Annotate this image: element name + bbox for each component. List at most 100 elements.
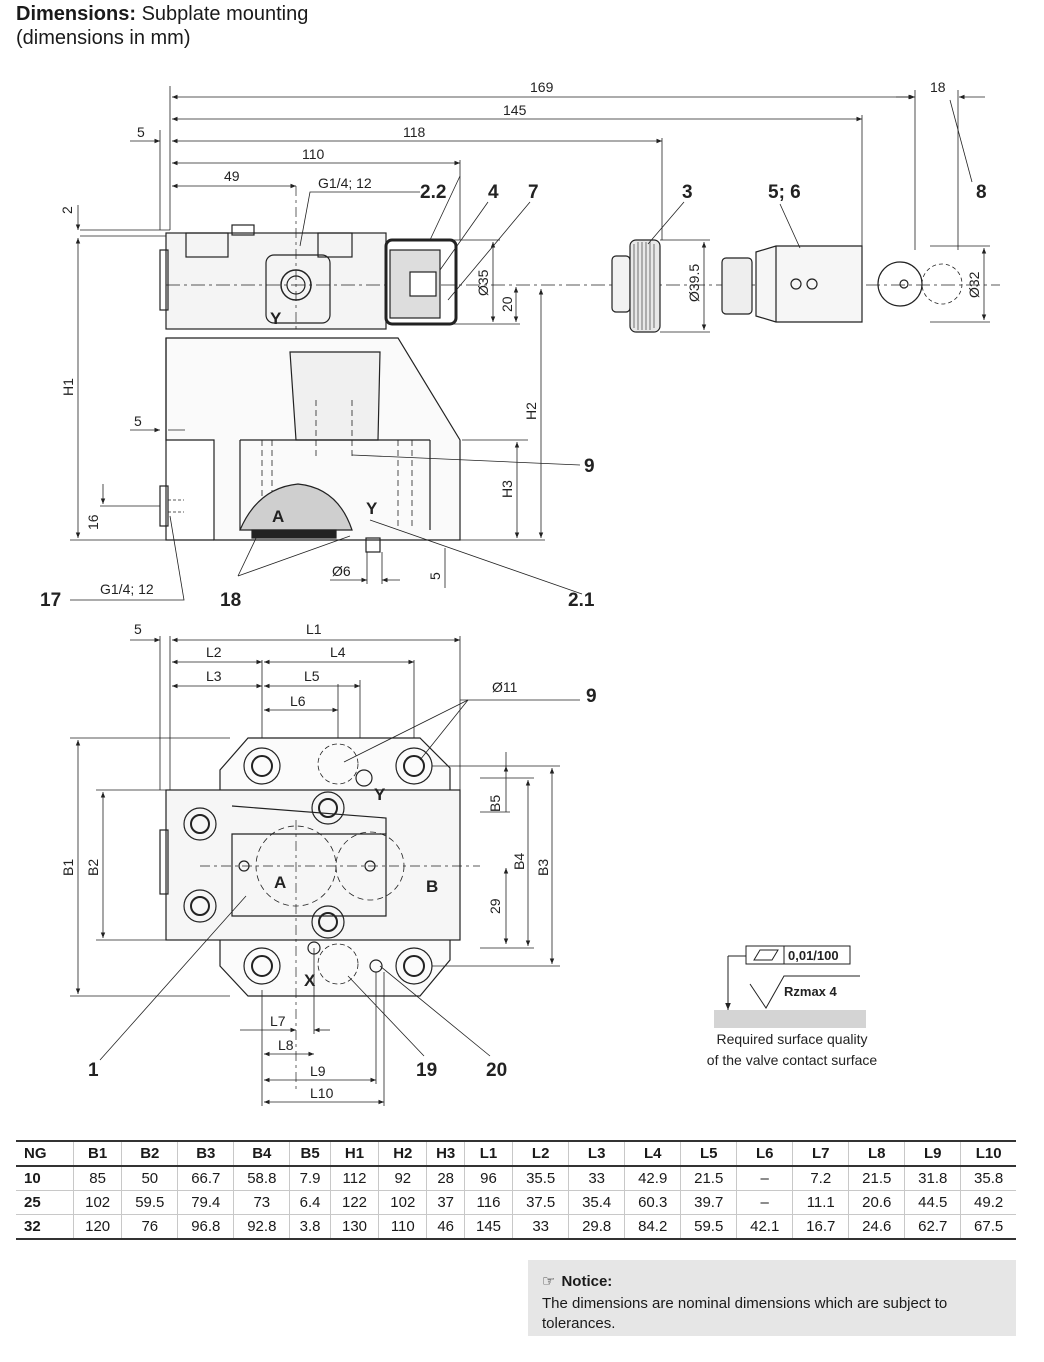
dim-l9: L9 <box>310 1063 326 1079</box>
callout-2-1: 2.1 <box>568 590 595 611</box>
dim-b4: B4 <box>511 853 527 870</box>
top-view-labels: 169 145 118 110 49 5 18 2 G1/4; 12 Ø35 2… <box>59 79 982 597</box>
dim-169: 169 <box>530 79 554 95</box>
table-cell: 6.4 <box>289 1190 331 1215</box>
dim-l2: L2 <box>206 644 222 660</box>
table-cell: 33 <box>512 1214 569 1239</box>
table-cell: 42.9 <box>624 1166 681 1191</box>
table-header-cell: L5 <box>680 1141 737 1166</box>
table-cell: 130 <box>329 1214 379 1239</box>
thread-top: G1/4; 12 <box>318 175 372 191</box>
dim-11: Ø11 <box>492 679 518 695</box>
dim-l10: L10 <box>310 1085 334 1101</box>
table-cell: 24.6 <box>848 1214 905 1239</box>
dim-b2: B2 <box>85 859 101 876</box>
dim-20: 20 <box>499 296 515 312</box>
port-y-upper: Y <box>270 309 282 328</box>
port-b: B <box>426 877 438 896</box>
table-cell: 44.5 <box>904 1190 961 1215</box>
table-cell: 58.8 <box>233 1166 290 1191</box>
dim-l6: L6 <box>290 693 306 709</box>
callout-18: 18 <box>220 590 241 611</box>
dim-l5: L5 <box>304 668 320 684</box>
port-a-bottom: A <box>274 873 286 892</box>
callout-9-top: 9 <box>584 456 595 477</box>
table-cell: 37.5 <box>512 1190 569 1215</box>
bottom-view-callouts: 9 1 19 20 <box>88 686 597 1081</box>
dim-16: 16 <box>85 514 101 530</box>
dim-32: Ø32 <box>966 271 982 298</box>
table-cell: 62.7 <box>904 1214 961 1239</box>
table-cell: 102 <box>378 1190 427 1215</box>
table-cell: 145 <box>463 1214 513 1239</box>
dim-110: 110 <box>302 146 325 162</box>
table-header-cell: L8 <box>848 1141 905 1166</box>
table-header-cell: NG <box>24 1145 47 1162</box>
flatness-value: 0,01/100 <box>788 948 839 963</box>
bottom-view-labels: 5 L1 L2 L4 L3 L5 L6 Ø11 B1 B2 B3 B4 B5 2… <box>60 621 551 1101</box>
dim-118: 118 <box>403 124 426 140</box>
table-cell: 50 <box>121 1166 178 1191</box>
table-cell: 120 <box>72 1214 122 1239</box>
bottom-view-ports: A B Y X <box>274 785 438 990</box>
table-header-cell: L4 <box>624 1141 681 1166</box>
table-cell: 92.8 <box>233 1214 290 1239</box>
table-cell: 67.5 <box>960 1214 1016 1239</box>
table-cell: 84.2 <box>624 1214 681 1239</box>
dim-h1: H1 <box>60 378 76 396</box>
table-cell: 3.8 <box>289 1214 331 1239</box>
port-y-lower: Y <box>366 499 378 518</box>
pointing-hand-icon: ☞ <box>542 1273 556 1290</box>
dim-6: Ø6 <box>332 563 351 579</box>
table-cell: 35.8 <box>960 1166 1016 1191</box>
callout-20: 20 <box>486 1060 507 1081</box>
callout-3: 3 <box>682 182 693 203</box>
table-cell: 35.4 <box>568 1190 625 1215</box>
table-header-cell: L1 <box>463 1141 513 1166</box>
dim-5-mid: 5 <box>134 413 142 429</box>
table-cell: 10 <box>24 1170 41 1187</box>
callout-17: 17 <box>40 590 61 611</box>
table-cell: 33 <box>568 1166 625 1191</box>
table-cell: 79.4 <box>177 1190 234 1215</box>
callout-8: 8 <box>976 182 987 203</box>
page-title: Dimensions: Subplate mounting (dimension… <box>16 2 308 50</box>
top-view-ports: A Y Y <box>270 309 378 526</box>
port-x: X <box>304 971 316 990</box>
roughness-value: Rzmax 4 <box>784 984 838 999</box>
table-cell: 73 <box>233 1190 290 1215</box>
table-header-cell: B3 <box>177 1141 234 1166</box>
table-cell: 102 <box>72 1190 122 1215</box>
table-cell: 85 <box>72 1166 122 1191</box>
dim-l7: L7 <box>270 1013 286 1029</box>
table-cell: 37 <box>426 1190 465 1215</box>
dim-l8: L8 <box>278 1037 294 1053</box>
callout-4: 4 <box>488 182 499 203</box>
table-cell: 116 <box>463 1190 513 1215</box>
top-view-callouts: 2.2 4 7 3 5; 6 8 9 17 18 2.1 <box>40 182 987 611</box>
dim-29: 29 <box>487 898 503 914</box>
callout-1: 1 <box>88 1060 99 1081</box>
table-cell: 49.2 <box>960 1190 1016 1215</box>
bottom-view <box>70 636 580 1106</box>
table-header-cell: H2 <box>378 1141 427 1166</box>
dim-b3: B3 <box>535 859 551 876</box>
surface-caption-1: Required surface quality <box>717 1031 868 1047</box>
table-header-cell: L9 <box>904 1141 961 1166</box>
table-cell: 122 <box>329 1190 379 1215</box>
callout-9-bottom: 9 <box>586 686 597 707</box>
dim-35: Ø35 <box>475 269 491 296</box>
table-cell: 59.5 <box>680 1214 737 1239</box>
table-cell: – <box>736 1166 793 1191</box>
table-header-cell: L3 <box>568 1141 625 1166</box>
callout-5-6: 5; 6 <box>768 182 801 203</box>
table-cell: 32 <box>24 1218 41 1235</box>
table-cell: 59.5 <box>121 1190 178 1215</box>
table-cell: – <box>736 1190 793 1215</box>
table-cell: 42.1 <box>736 1214 793 1239</box>
port-y-bottom: Y <box>374 785 386 804</box>
surface-quality-symbol <box>714 945 866 1028</box>
